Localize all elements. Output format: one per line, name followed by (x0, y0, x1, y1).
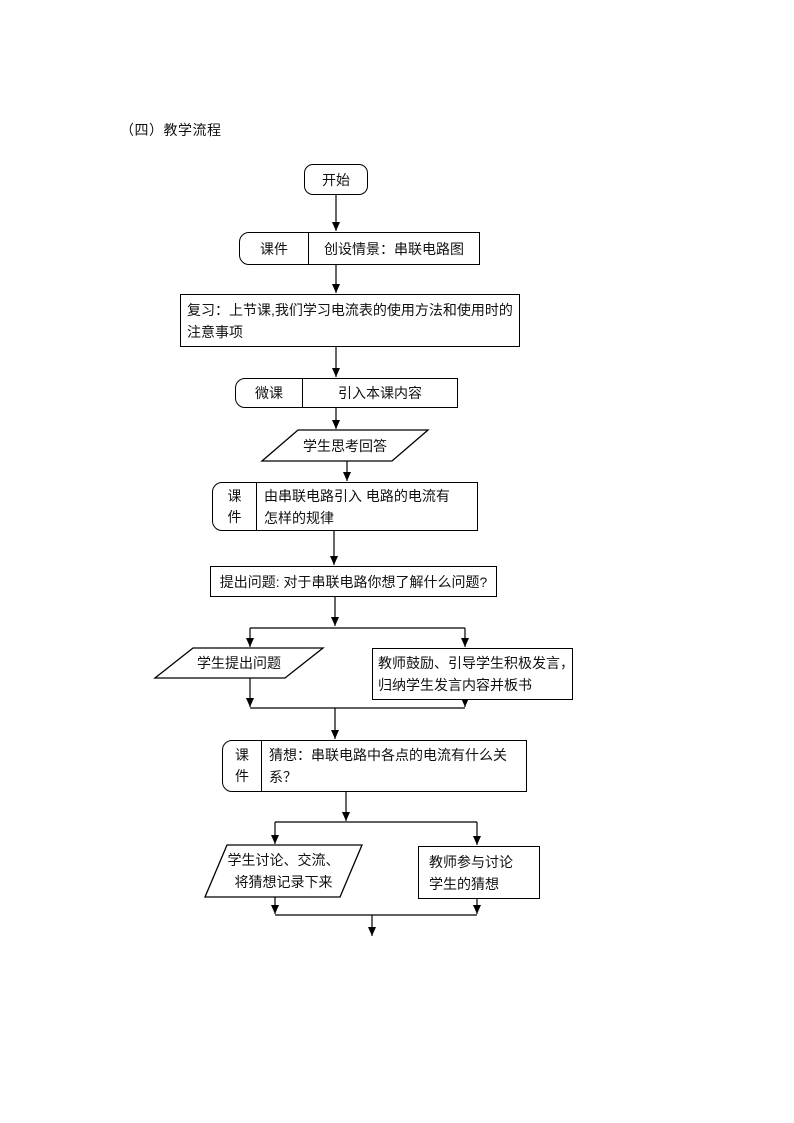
parallelogram-think-shape (260, 429, 430, 462)
flow-guess-body: 猜想：串联电路中各点的电流有什么关 系？ (262, 740, 527, 792)
flow-lead-line1: 由串联电路引入 电路的电流有 (264, 488, 450, 504)
parallelogram-propose-shape (153, 647, 325, 679)
flow-start-node: 开始 (304, 164, 368, 195)
flow-lead-line2: 怎样的规律 (264, 510, 334, 526)
flow-lead-tag: 课件 (212, 482, 257, 531)
flow-intro-tag: 微课 (235, 378, 303, 408)
flow-scene-body: 创设情景：串联电路图 (309, 232, 480, 265)
flow-propose-node: 学生提出问题 (155, 648, 323, 678)
flow-intro-tag-label: 微课 (255, 385, 283, 401)
flow-scene-tag: 课件 (239, 232, 309, 265)
flow-encourage-node: 教师鼓励、引导学生积极发言， 归纳学生发言内容并板书 (372, 648, 574, 700)
flow-review-line2: 注意事项 (187, 324, 243, 340)
flow-intro-text: 引入本课内容 (338, 385, 422, 401)
flow-intro-node: 微课 引入本课内容 (235, 378, 458, 408)
flow-lead-node: 课件 由串联电路引入 电路的电流有 怎样的规律 (212, 482, 478, 531)
flow-participate-line2: 学生的猜想 (429, 876, 499, 892)
flow-guess-tag: 课件 (222, 740, 262, 792)
flow-question-node: 提出问题: 对于串联电路你想了解什么问题? (210, 566, 497, 597)
flow-guess-node: 课件 猜想：串联电路中各点的电流有什么关 系？ (222, 740, 527, 792)
flow-discuss-node: 学生讨论、交流、 将猜想记录下来 (205, 845, 362, 897)
flow-question-text: 提出问题: 对于串联电路你想了解什么问题? (219, 573, 488, 590)
flow-intro-body: 引入本课内容 (303, 378, 458, 408)
flow-review-node: 复习：上节课,我们学习电流表的使用方法和使用时的 注意事项 (180, 294, 520, 347)
flow-lead-tag-label: 课件 (227, 487, 242, 525)
flow-think-text: 学生思考回答 (303, 437, 387, 454)
flow-propose-text: 学生提出问题 (197, 655, 281, 671)
flow-scene-node: 课件 创设情景：串联电路图 (239, 232, 480, 265)
flow-encourage-line1: 教师鼓励、引导学生积极发言， (378, 655, 574, 671)
flow-review-line1: 复习：上节课,我们学习电流表的使用方法和使用时的 (187, 302, 513, 318)
section-heading: （四）教学流程 (120, 122, 222, 138)
flow-guess-line1: 猜想：串联电路中各点的电流有什么关 (269, 747, 507, 763)
parallelogram-discuss-shape (204, 844, 363, 898)
flow-participate-line1: 教师参与讨论 (429, 854, 513, 870)
flow-scene-text: 创设情景：串联电路图 (324, 240, 464, 257)
flow-guess-tag-label: 课件 (235, 747, 249, 784)
flow-lead-body: 由串联电路引入 电路的电流有 怎样的规律 (257, 482, 478, 531)
flow-discuss-line1: 学生讨论、交流、 (227, 852, 340, 868)
flow-guess-line2: 系？ (269, 769, 297, 785)
flow-think-node: 学生思考回答 (262, 430, 428, 461)
flow-encourage-line2: 归纳学生发言内容并板书 (378, 677, 532, 693)
flow-discuss-line2: 将猜想记录下来 (234, 874, 333, 890)
flow-participate-node: 教师参与讨论 学生的猜想 (418, 846, 540, 899)
flow-scene-tag-label: 课件 (260, 240, 288, 257)
flow-start-label: 开始 (322, 171, 350, 188)
